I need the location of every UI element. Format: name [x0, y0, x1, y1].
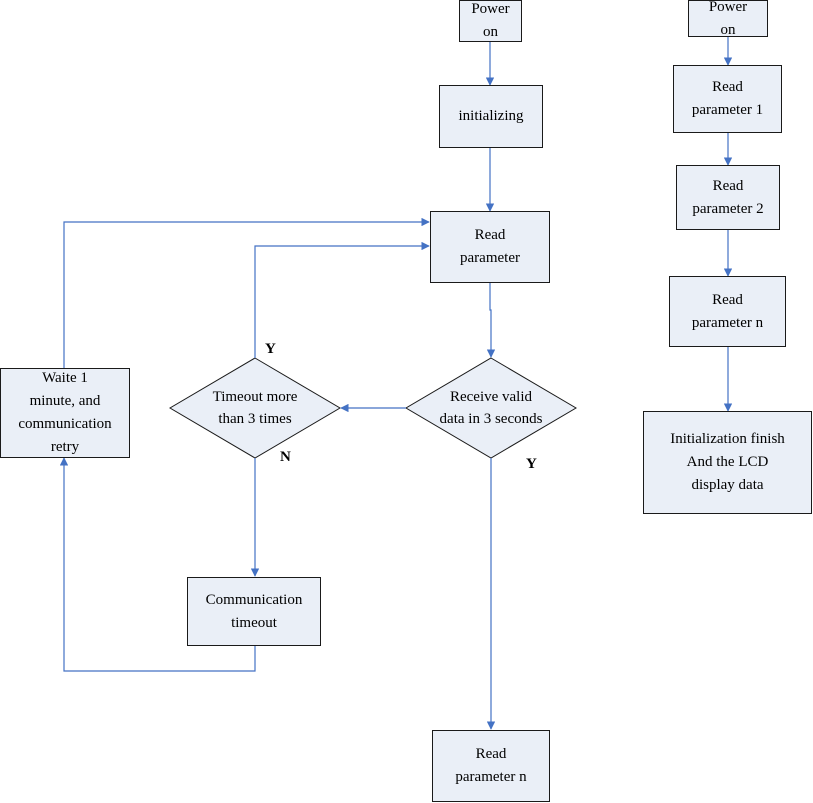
right-read-parameter-n-box: Read parameter n [669, 276, 786, 347]
communication-timeout-box: Communication timeout [187, 577, 321, 646]
read-parameter-n-box: Read parameter n [432, 730, 550, 802]
wait-retry-box: Waite 1 minute, and communication retry [0, 368, 130, 458]
timeout-yes-label: Y [265, 341, 276, 358]
read-parameter-1-box: Read parameter 1 [673, 65, 782, 133]
power-on-box: Power on [459, 0, 522, 42]
initializing-box: initializing [439, 85, 543, 148]
arrow-read-to-receive [490, 283, 491, 357]
init-finish-box: Initialization finish And the LCD displa… [643, 411, 812, 514]
read-parameter-2-box: Read parameter 2 [676, 165, 780, 230]
right-power-on-box: Power on [688, 0, 768, 37]
receive-yes-label: Y [526, 456, 537, 473]
receive-valid-label: Receive valid data in 3 seconds [406, 385, 576, 431]
arrow-timeout-yes-to-read [255, 246, 429, 358]
timeout-no-label: N [280, 449, 291, 466]
arrow-wait-to-read [64, 222, 429, 368]
read-parameter-box: Read parameter [430, 211, 550, 283]
timeout-more-label: Timeout more than 3 times [175, 385, 335, 431]
